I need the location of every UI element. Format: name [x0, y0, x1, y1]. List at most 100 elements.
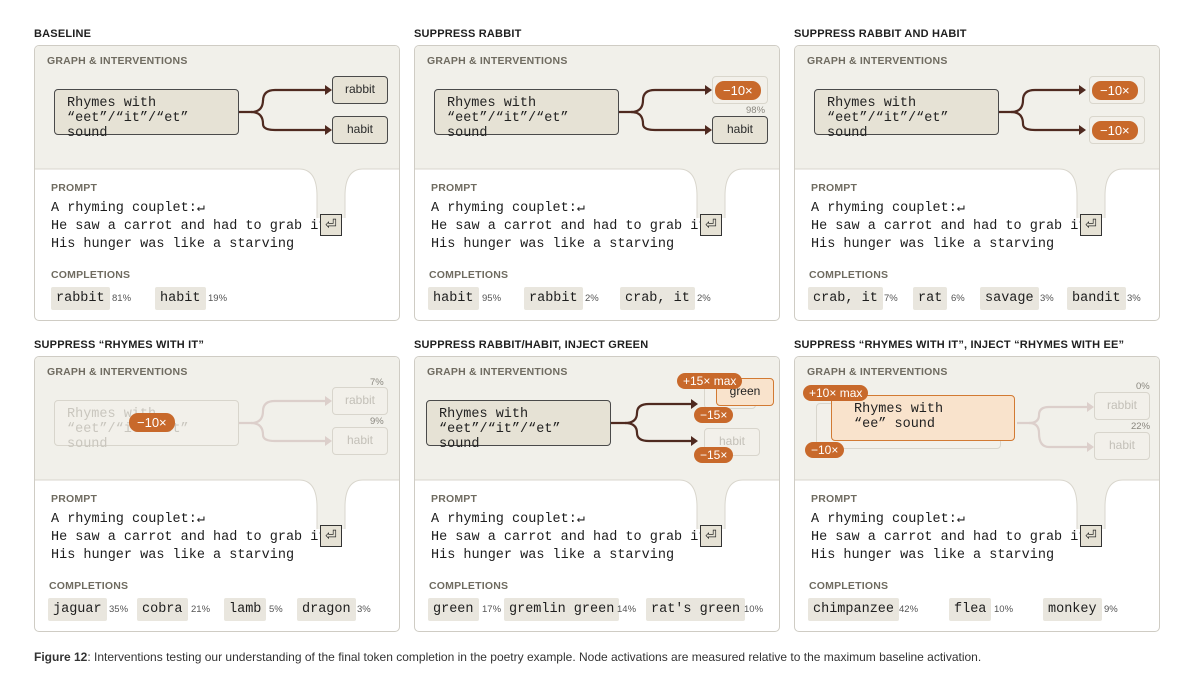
feature-line1: Rhymes with: [439, 407, 529, 422]
prompt-text: A rhyming couplet:↵ He saw a carrot and h…: [811, 200, 1095, 254]
suppress-badge: −10×: [129, 413, 175, 432]
prompt-line3: His hunger was like a starving: [51, 548, 295, 563]
completion-pct: 35%: [109, 604, 129, 615]
return-token-box: ⏎: [1080, 525, 1102, 547]
completions-label: COMPLETIONS: [51, 269, 131, 281]
completion-chip: savage: [980, 287, 1039, 310]
prompt-line2: He saw a carrot and had to grab it,: [811, 530, 1095, 545]
edge-arrows: [239, 88, 325, 132]
completion-pct: 10%: [994, 604, 1014, 615]
return-token-box: ⏎: [320, 214, 342, 236]
completion-pct: 95%: [482, 293, 502, 304]
output-node-rabbit-faded: rabbit: [332, 387, 388, 415]
completion-chip: gremlin green: [504, 598, 620, 621]
panel-title-inject-ee: SUPPRESS “RHYMES WITH IT”, INJECT “RHYME…: [794, 339, 1125, 351]
completion-pct: 3%: [1040, 293, 1054, 304]
activation-pct: 7%: [370, 377, 384, 388]
feature-line2: “eet”/“it”/“et” sound: [447, 111, 569, 141]
panel-title-suppress-rabbit-habit: SUPPRESS RABBIT AND HABIT: [794, 28, 967, 40]
completion-pct: 3%: [1127, 293, 1141, 304]
completion-pct: 7%: [884, 293, 898, 304]
prompt-line1: A rhyming couplet:↵: [811, 512, 965, 527]
completion-chip: chimpanzee: [808, 598, 900, 621]
completion-chip: lamb: [224, 598, 267, 621]
completions-label: COMPLETIONS: [49, 580, 129, 592]
prompt-label: PROMPT: [431, 493, 478, 505]
panel-title-suppress-rhymes-it: SUPPRESS “RHYMES WITH IT”: [34, 339, 205, 351]
inj-feature-line1: Rhymes with: [854, 402, 944, 417]
completion-chip: dragon: [297, 598, 356, 621]
panel-inject-green: GRAPH & INTERVENTIONS Rhymes with “eet”/…: [414, 356, 780, 632]
suppress-badge: −10×: [805, 442, 845, 458]
figure-label: Figure 12: [34, 650, 88, 664]
panel-title-baseline: BASELINE: [34, 28, 92, 40]
activation-pct: 22%: [1131, 421, 1151, 432]
completion-pct: 3%: [357, 604, 371, 615]
caption-text: : Interventions testing our understandin…: [87, 650, 982, 664]
return-token-box: ⏎: [1080, 214, 1102, 236]
completion-chip: jaguar: [48, 598, 107, 621]
completion-chip: monkey: [1043, 598, 1102, 621]
inject-badge: +10× max: [803, 385, 869, 401]
feature-line1: Rhymes with: [447, 96, 537, 111]
output-node-habit-faded: habit: [1094, 432, 1150, 460]
prompt-line1: A rhyming couplet:↵: [431, 201, 585, 216]
return-token-box: ⏎: [700, 214, 722, 236]
output-node-habit: habit: [332, 116, 388, 144]
completions-label: COMPLETIONS: [809, 580, 889, 592]
panel-inject-ee: GRAPH & INTERVENTIONS Rhymes with “ee” s…: [794, 356, 1160, 632]
completion-chip: habit: [155, 287, 206, 310]
prompt-text: A rhyming couplet:↵He saw a carrot and h…: [51, 511, 335, 565]
completion-pct: 9%: [1104, 604, 1118, 615]
prompt-line3: His hunger was like a starving: [811, 237, 1055, 252]
activation-pct: 98%: [746, 105, 766, 116]
completion-pct: 14%: [617, 604, 637, 615]
output-node-rabbit: rabbit: [332, 76, 388, 104]
prompt-text: A rhyming couplet:↵ He saw a carrot and h…: [811, 511, 1095, 565]
prompt-line2: He saw a carrot and had to grab it,: [51, 530, 335, 545]
feature-line2: “eet”/“it”/“et” sound: [439, 422, 561, 452]
panel-suppress-rabbit: GRAPH & INTERVENTIONS Rhymes with “eet”/…: [414, 45, 780, 321]
suppress-badge: −10×: [715, 81, 761, 100]
completion-pct: 21%: [191, 604, 211, 615]
prompt-line2: He saw a carrot and had to grab it,: [811, 219, 1095, 234]
prompt-line3: His hunger was like a starving: [51, 237, 295, 252]
prompt-label: PROMPT: [51, 493, 98, 505]
output-node-rabbit-faded: rabbit: [1094, 392, 1150, 420]
figure-caption: Figure 12: Interventions testing our und…: [34, 650, 981, 664]
feature-line2: “eet”/“it”/“et” sound: [67, 111, 189, 141]
completions-label: COMPLETIONS: [809, 269, 889, 281]
feature-line1: Rhymes with: [67, 96, 157, 111]
feature-node-rhymes-eet: Rhymes with “eet”/“it”/“et” sound: [54, 89, 239, 141]
output-node-habit: habit: [712, 116, 768, 144]
return-token-box: ⏎: [320, 525, 342, 547]
feature-node-rhymes-eet: Rhymes with “eet”/“it”/“et” sound: [814, 89, 999, 141]
feature-line1: Rhymes with: [827, 96, 917, 111]
inject-badge: +15× max: [677, 373, 743, 389]
completion-chip: bandit: [1067, 287, 1126, 310]
return-token-box: ⏎: [700, 525, 722, 547]
completion-pct: 5%: [269, 604, 283, 615]
prompt-line1: A rhyming couplet:↵: [51, 201, 205, 216]
completion-pct: 6%: [951, 293, 965, 304]
completions-label: COMPLETIONS: [429, 580, 509, 592]
suppress-badge: −10×: [1092, 81, 1138, 100]
feature-line2: “eet”/“it”/“et” sound: [827, 111, 949, 141]
completion-pct: 42%: [899, 604, 919, 615]
panel-suppress-rabbit-habit: GRAPH & INTERVENTIONS Rhymes with “eet”/…: [794, 45, 1160, 321]
completion-chip: habit: [428, 287, 479, 310]
feature-node-rhymes-eet: Rhymes with “eet”/“it”/“et” sound: [434, 89, 619, 141]
completion-chip: rat: [913, 287, 948, 310]
prompt-label: PROMPT: [811, 493, 858, 505]
prompt-label: PROMPT: [51, 182, 98, 194]
feature-node-rhymes-eet: Rhymes with “eet”/“it”/“et” sound: [426, 400, 611, 452]
prompt-line1: A rhyming couplet:↵: [431, 512, 585, 527]
completion-pct: 17%: [482, 604, 502, 615]
prompt-line2: He saw a carrot and had to grab it,: [431, 530, 715, 545]
suppress-badge: −15×: [694, 407, 734, 423]
graph-label: GRAPH & INTERVENTIONS: [47, 55, 188, 67]
completion-chip: cobra: [137, 598, 188, 621]
suppress-badge: −10×: [1092, 121, 1138, 140]
prompt-line3: His hunger was like a starving: [811, 548, 1055, 563]
prompt-line1: A rhyming couplet:↵: [811, 201, 965, 216]
